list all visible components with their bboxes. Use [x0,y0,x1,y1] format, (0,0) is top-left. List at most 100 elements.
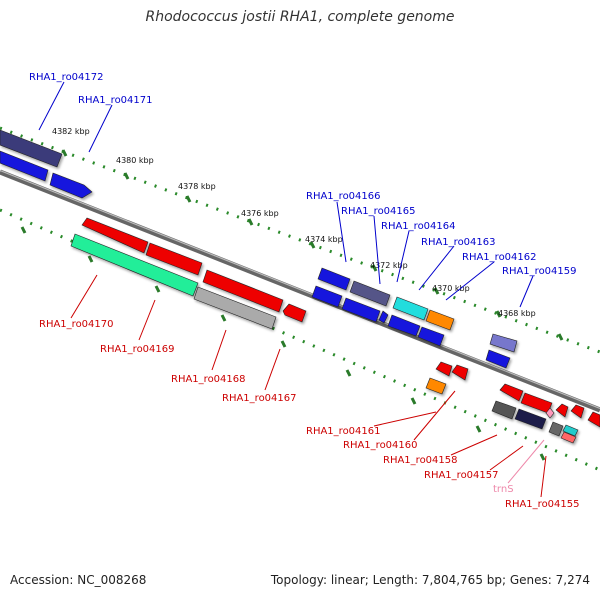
gene-labels: RHA1_ro04172 RHA1_ro04171 RHA1_ro04170 R… [29,72,580,510]
lower-major-ticks [20,226,546,461]
gene-ro04170-arrow[interactable] [70,233,199,297]
gene-ro04157c-arrow[interactable] [570,404,585,419]
gene-ro04166-arrow[interactable] [311,285,343,308]
gene-label[interactable]: RHA1_ro04159 [502,266,577,277]
major-tick [185,195,192,203]
callout-line [489,445,524,471]
callout-line [336,201,347,263]
gene-ro04158-arrow[interactable] [491,400,517,420]
gene-ro04166a-arrow[interactable] [317,267,351,291]
callout-lines [38,81,547,498]
callout-line [264,348,281,391]
gene-label[interactable]: RHA1_ro04161 [306,426,381,437]
gene-ro04168-arrow[interactable] [193,286,277,330]
gene-ro04155-arrow[interactable] [560,431,577,444]
gene-ro04160-arrow[interactable] [451,364,469,381]
gene-label[interactable]: RHA1_ro04169 [100,344,175,355]
gene-features [0,129,600,444]
callout-line [396,230,410,283]
gene-label[interactable]: RHA1_ro04172 [29,72,104,83]
callout-line [445,261,495,301]
gene-ro04155a-arrow[interactable] [587,411,600,428]
major-tick [539,453,546,461]
gene-label[interactable]: RHA1_ro04170 [39,319,114,330]
scale-label: 4368 kbp [498,309,536,318]
major-tick [433,287,440,295]
callout-line [138,299,156,341]
gene-label[interactable]: RHA1_ro04165 [341,206,416,217]
major-tick [495,310,502,318]
major-tick [371,264,378,272]
genome-backbone [0,169,600,413]
major-tick [123,172,130,180]
gene-ro04159b-arrow[interactable] [485,349,511,369]
gene-ro04164b-arrow[interactable] [378,310,389,324]
gene-label[interactable]: RHA1_ro04166 [306,191,381,202]
accession-text: Accession: NC_008268 [10,573,147,587]
scale-label: 4382 kbp [52,127,90,136]
major-tick [154,285,161,293]
gene-ro04162-arrow[interactable] [417,326,445,347]
gene-ro04165-arrow[interactable] [349,280,391,307]
major-tick [20,226,27,234]
major-tick [220,314,227,322]
gene-ro04163-arrow[interactable] [425,309,455,331]
gene-label[interactable]: trnS [493,484,514,495]
callout-line [373,215,381,285]
gene-ro04158a-arrow[interactable] [499,383,524,402]
gene-ro04171-arrow[interactable] [49,172,93,199]
callout-line [450,434,498,456]
gene-ro04169b-arrow[interactable] [145,242,203,276]
gene-ro04157b-arrow[interactable] [555,403,569,418]
gene-ro04167a-arrow[interactable] [202,269,284,313]
callout-line [373,411,437,427]
genome-summary-text: Topology: linear; Length: 7,804,765 bp; … [270,573,590,587]
callout-line [413,390,456,441]
gene-ro04160a-arrow[interactable] [435,361,453,377]
upper-tick-track [0,126,600,354]
callout-line [88,104,113,153]
scale-labels: 4382 kbp 4380 kbp 4378 kbp 4376 kbp 4374… [52,127,536,318]
scale-label: 4374 kbp [305,235,343,244]
callout-line [507,439,545,484]
major-tick [345,369,352,377]
gene-label[interactable]: RHA1_ro04158 [383,455,458,466]
gene-ro04171a-arrow[interactable] [0,150,49,182]
gene-label[interactable]: RHA1_ro04171 [78,95,153,106]
gene-label[interactable]: RHA1_ro04162 [462,252,537,263]
gene-label[interactable]: RHA1_ro04168 [171,374,246,385]
gene-label[interactable]: RHA1_ro04155 [505,499,580,510]
major-tick [247,218,254,226]
major-tick [410,397,417,405]
gene-label[interactable]: RHA1_ro04164 [381,221,456,232]
gene-ro04159-arrow[interactable] [489,333,518,353]
gene-trns-arrow[interactable] [545,407,555,419]
scale-label: 4370 kbp [432,284,470,293]
gene-ro04169-arrow[interactable] [81,217,149,254]
gene-label[interactable]: RHA1_ro04163 [421,237,496,248]
gene-ro04162a-arrow[interactable] [387,314,421,337]
gene-ro04165b-arrow[interactable] [341,297,381,323]
gene-ro04164-arrow[interactable] [392,296,429,321]
major-tick [87,255,94,263]
gene-ro04155b-arrow[interactable] [548,421,564,437]
gene-ro04157a-arrow[interactable] [514,408,547,430]
gene-label[interactable]: RHA1_ro04157 [424,470,499,481]
gene-label[interactable]: RHA1_ro04167 [222,393,297,404]
major-tick [280,340,287,348]
gene-ro04158b-arrow[interactable] [520,392,553,414]
callout-line [38,81,65,131]
upper-major-ticks [61,149,564,341]
gene-label[interactable]: RHA1_ro04160 [343,440,418,451]
major-tick [309,241,316,249]
major-tick [557,333,564,341]
map-title: Rhodococcus jostii RHA1, complete genome [145,9,455,25]
callout-line [519,275,534,308]
scale-label: 4380 kbp [116,156,154,165]
gene-ro04161-arrow[interactable] [425,377,447,395]
callout-line [418,245,455,291]
callout-line [211,329,227,371]
gene-ro04167-arrow[interactable] [282,303,307,323]
gene-ro04155c-arrow[interactable] [562,424,579,437]
gene-ro04172-arrow[interactable] [0,129,63,168]
